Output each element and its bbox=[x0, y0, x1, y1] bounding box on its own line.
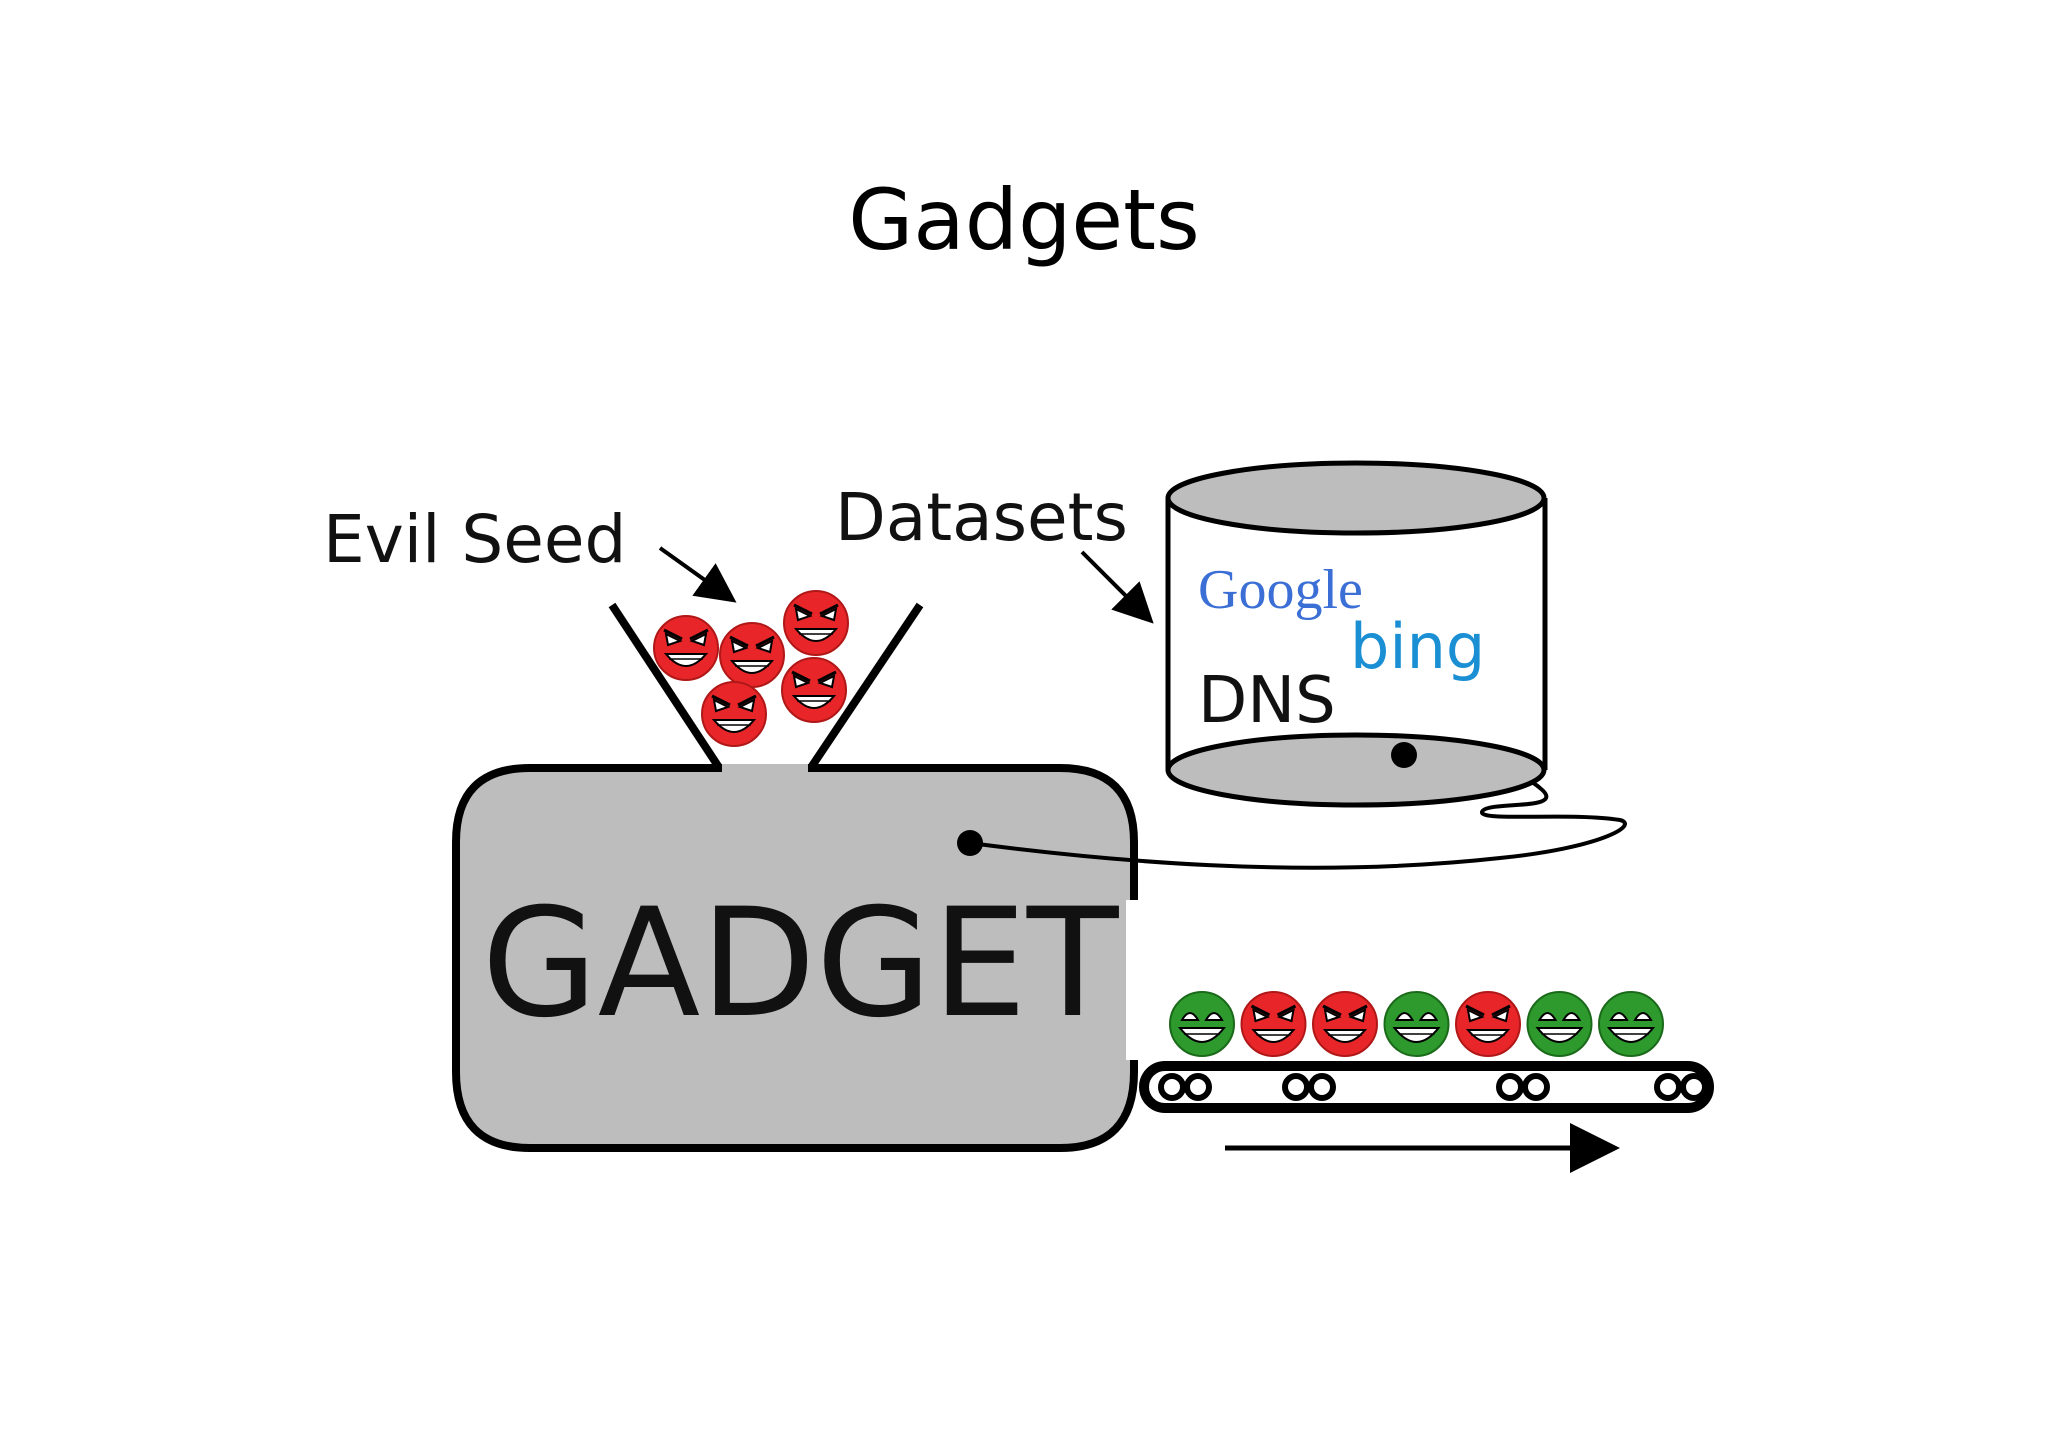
good-output-face-6 bbox=[1526, 991, 1593, 1057]
conveyor-roller bbox=[1680, 1073, 1708, 1101]
evil-output-face-5 bbox=[1454, 990, 1522, 1058]
conveyor-belt bbox=[1139, 1061, 1714, 1113]
conveyor-output-group bbox=[1169, 990, 1664, 1058]
conveyor-roller bbox=[1308, 1073, 1336, 1101]
evil-seed-face-4 bbox=[700, 680, 768, 748]
conveyor-roller bbox=[1654, 1073, 1682, 1101]
bing-logo: bing bbox=[1350, 610, 1485, 683]
good-output-face-7 bbox=[1598, 991, 1664, 1057]
good-output-face-4 bbox=[1383, 991, 1450, 1057]
evil-seed-face-2 bbox=[718, 621, 786, 689]
hopper-funnel bbox=[608, 602, 924, 775]
conveyor-roller bbox=[1282, 1073, 1310, 1101]
slide-title: Gadgets bbox=[848, 171, 1200, 269]
datasets-label: Datasets bbox=[835, 479, 1128, 556]
google-logo: Google bbox=[1198, 559, 1363, 621]
gadget-box: GADGET bbox=[452, 764, 1146, 1152]
evil-seed-face-1 bbox=[652, 614, 720, 682]
good-output-face-1 bbox=[1169, 991, 1235, 1057]
datasets-arrow bbox=[1080, 550, 1154, 624]
evil-seed-face-3 bbox=[782, 589, 850, 657]
evil-seed-face-5 bbox=[780, 656, 848, 724]
evil-seed-group bbox=[652, 589, 850, 748]
conveyor-roller bbox=[1496, 1073, 1524, 1101]
dns-label: DNS bbox=[1198, 664, 1336, 738]
conveyor-roller bbox=[1522, 1073, 1550, 1101]
gadget-label: GADGET bbox=[482, 877, 1120, 1051]
conveyor-roller bbox=[1184, 1073, 1212, 1101]
evil-output-face-2 bbox=[1240, 990, 1307, 1058]
conveyor-roller bbox=[1158, 1073, 1186, 1101]
evil-seed-label: Evil Seed bbox=[323, 501, 626, 578]
evil-seed-arrow bbox=[658, 546, 737, 603]
evil-output-face-3 bbox=[1311, 990, 1379, 1058]
dataset-cylinder: Google bing DNS bbox=[1165, 460, 1548, 808]
